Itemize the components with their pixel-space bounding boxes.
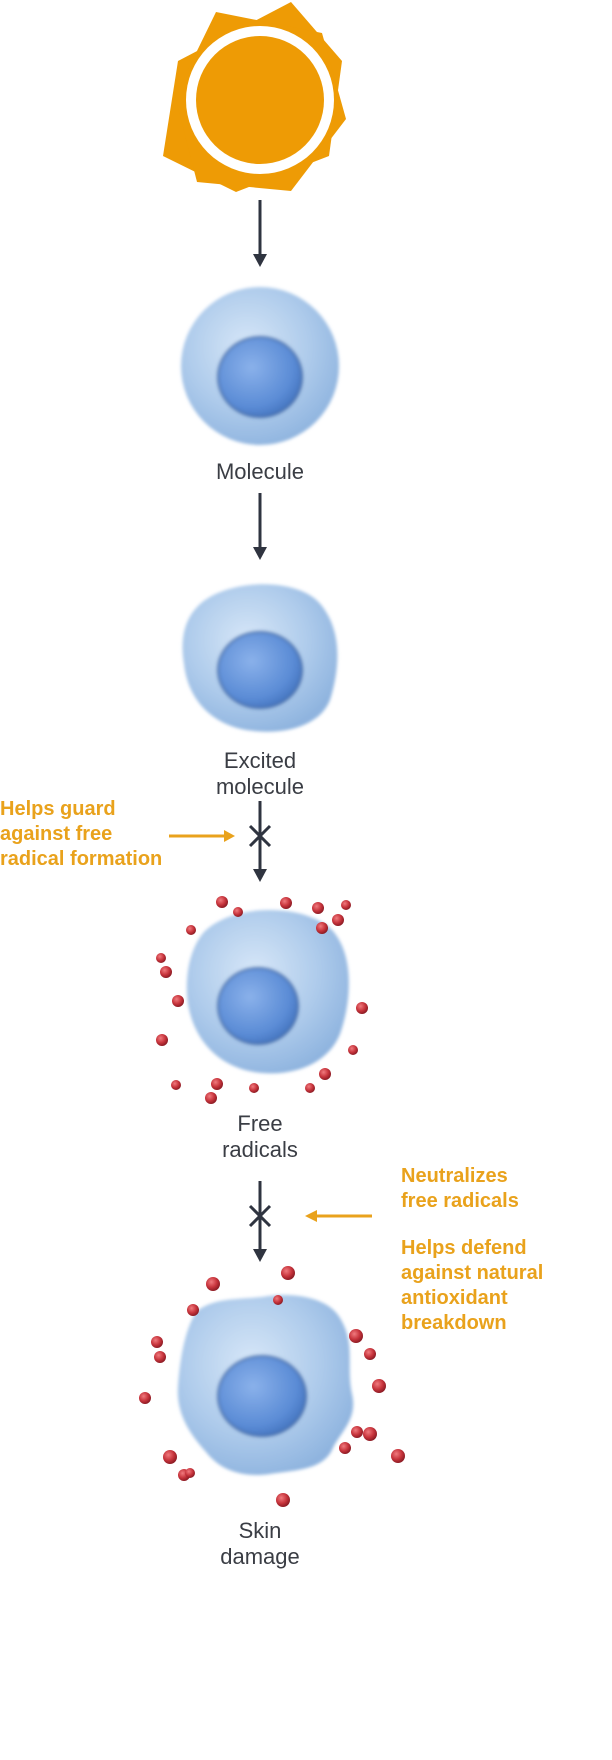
radical-icon xyxy=(305,1083,315,1093)
radical-icon xyxy=(249,1083,259,1093)
radical-icon xyxy=(156,1034,168,1046)
radical-icon xyxy=(160,966,172,978)
note-line: Neutralizes xyxy=(401,1165,508,1187)
note-line: Helps defend xyxy=(401,1237,527,1259)
left-arrow-icon xyxy=(305,1210,372,1222)
radical-icon xyxy=(372,1379,386,1393)
label-line: radicals xyxy=(222,1137,298,1162)
radical-icon xyxy=(312,902,324,914)
note-line: radical formation xyxy=(0,848,163,870)
note-guard-free-radical-formation: Helps guard against free radical formati… xyxy=(0,797,180,872)
note-line: Helps guard xyxy=(0,798,116,820)
radical-icon xyxy=(348,1045,358,1055)
note-defend-antioxidant-breakdown: Helps defend against natural antioxidant… xyxy=(401,1236,606,1336)
down-arrow-icon xyxy=(253,200,267,267)
radical-icon xyxy=(363,1427,377,1441)
radical-icon xyxy=(185,1468,195,1478)
radical-icon xyxy=(332,914,344,926)
radical-icon xyxy=(276,1493,290,1507)
radical-icon xyxy=(211,1078,223,1090)
radical-icon xyxy=(216,896,228,908)
radical-icon xyxy=(356,1002,368,1014)
label-line: Excited xyxy=(223,748,297,773)
radical-icon xyxy=(171,1080,181,1090)
label-line: damage xyxy=(220,1544,300,1569)
note-line: antioxidant xyxy=(401,1287,508,1309)
radical-icon xyxy=(163,1450,177,1464)
radical-icon xyxy=(339,1442,351,1454)
radicals-group-2 xyxy=(139,1266,405,1507)
stage-label-skin-damage: Skin damage xyxy=(160,1518,360,1570)
free-radicals-cell xyxy=(186,910,349,1074)
radical-icon xyxy=(233,907,243,917)
radicals-group-1 xyxy=(156,896,368,1104)
radical-icon xyxy=(351,1426,363,1438)
label-line: Molecule xyxy=(215,459,305,484)
stage-label-excited-molecule: Excited molecule xyxy=(160,748,360,800)
label-line: Free xyxy=(237,1111,283,1136)
radical-icon xyxy=(273,1295,283,1305)
note-line: against free xyxy=(0,823,113,845)
left-arrow-icon xyxy=(169,830,235,842)
radical-icon xyxy=(151,1336,163,1348)
radical-icon xyxy=(205,1092,217,1104)
block-x-icon xyxy=(248,1204,272,1228)
stage-label-free-radicals: Free radicals xyxy=(160,1111,360,1163)
note-line: breakdown xyxy=(401,1312,507,1334)
radical-icon xyxy=(364,1348,376,1360)
radical-icon xyxy=(280,897,292,909)
label-line: molecule xyxy=(215,774,305,799)
radical-icon xyxy=(316,922,328,934)
radical-icon xyxy=(187,1304,199,1316)
block-x-icon xyxy=(248,824,272,848)
radical-icon xyxy=(206,1277,220,1291)
radical-icon xyxy=(391,1449,405,1463)
radical-icon xyxy=(281,1266,295,1280)
label-line: Skin xyxy=(238,1518,282,1543)
radical-icon xyxy=(186,925,196,935)
note-line: free radicals xyxy=(401,1190,519,1212)
skin-damage-cell xyxy=(177,1294,354,1476)
down-arrow-icon xyxy=(253,493,267,560)
sun-icon xyxy=(163,2,346,192)
radical-icon xyxy=(349,1329,363,1343)
radical-icon xyxy=(341,900,351,910)
radical-icon xyxy=(154,1351,166,1363)
molecule-cell xyxy=(181,287,339,445)
radical-icon xyxy=(156,953,166,963)
radical-icon xyxy=(172,995,184,1007)
stage-label-molecule: Molecule xyxy=(160,459,360,485)
note-line: against natural xyxy=(401,1262,544,1284)
radical-icon xyxy=(319,1068,331,1080)
excited-molecule-cell xyxy=(182,584,338,732)
note-neutralizes-free-radicals: Neutralizes free radicals xyxy=(401,1164,601,1214)
radical-icon xyxy=(139,1392,151,1404)
